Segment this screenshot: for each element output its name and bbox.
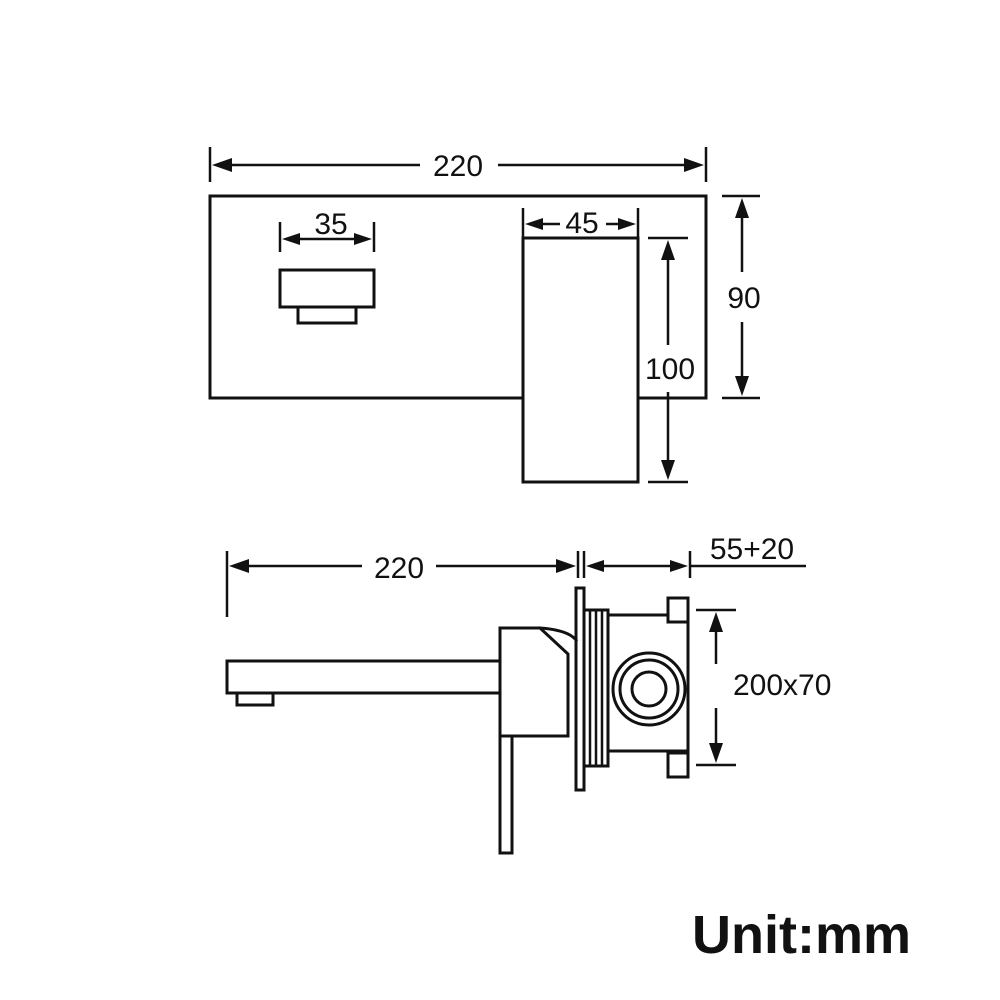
box-tab-top xyxy=(666,596,690,624)
spout-width-dimension: 45 xyxy=(521,206,640,240)
aerator xyxy=(235,691,275,707)
unit-label: Unit:mm xyxy=(692,905,911,965)
overall-width-label: 220 xyxy=(433,150,483,183)
handle-base xyxy=(296,305,358,325)
embedded-box xyxy=(606,613,690,753)
side-view: 220 55+20 200x70 xyxy=(225,533,831,855)
spout-length-label: 100 xyxy=(645,353,695,386)
plate-height-label: 90 xyxy=(727,282,760,315)
lever-handle xyxy=(498,734,514,855)
box-tab-bottom xyxy=(666,751,690,779)
valve-curve xyxy=(538,626,579,643)
side-spout-length-dimension: 220 xyxy=(225,551,580,617)
side-spout-length-label: 220 xyxy=(374,552,424,585)
cartridge-outer-ring xyxy=(611,651,687,727)
spout-width-label: 45 xyxy=(565,207,598,240)
box-size-label: 200x70 xyxy=(733,669,831,702)
box-size-dimension: 200x70 xyxy=(696,608,831,767)
wall-plate-outline xyxy=(208,194,708,400)
valve-body xyxy=(498,626,570,738)
cartridge-middle-ring xyxy=(618,658,680,720)
overall-width-dimension: 220 xyxy=(208,147,708,183)
spout-length-dimension: 100 xyxy=(645,236,695,484)
handle-width-dimension: 35 xyxy=(278,208,376,252)
spout-arm xyxy=(225,659,502,695)
wall-depth-dimension: 55+20 xyxy=(582,533,806,578)
handle-block xyxy=(278,268,376,309)
cartridge-inner-ring xyxy=(630,670,668,708)
spout-outline xyxy=(521,236,640,484)
wall-depth-label: 55+20 xyxy=(710,533,794,566)
handle-width-label: 35 xyxy=(314,208,347,241)
plate-height-dimension: 90 xyxy=(722,194,761,400)
top-view: 220 35 45 90 xyxy=(208,147,761,484)
